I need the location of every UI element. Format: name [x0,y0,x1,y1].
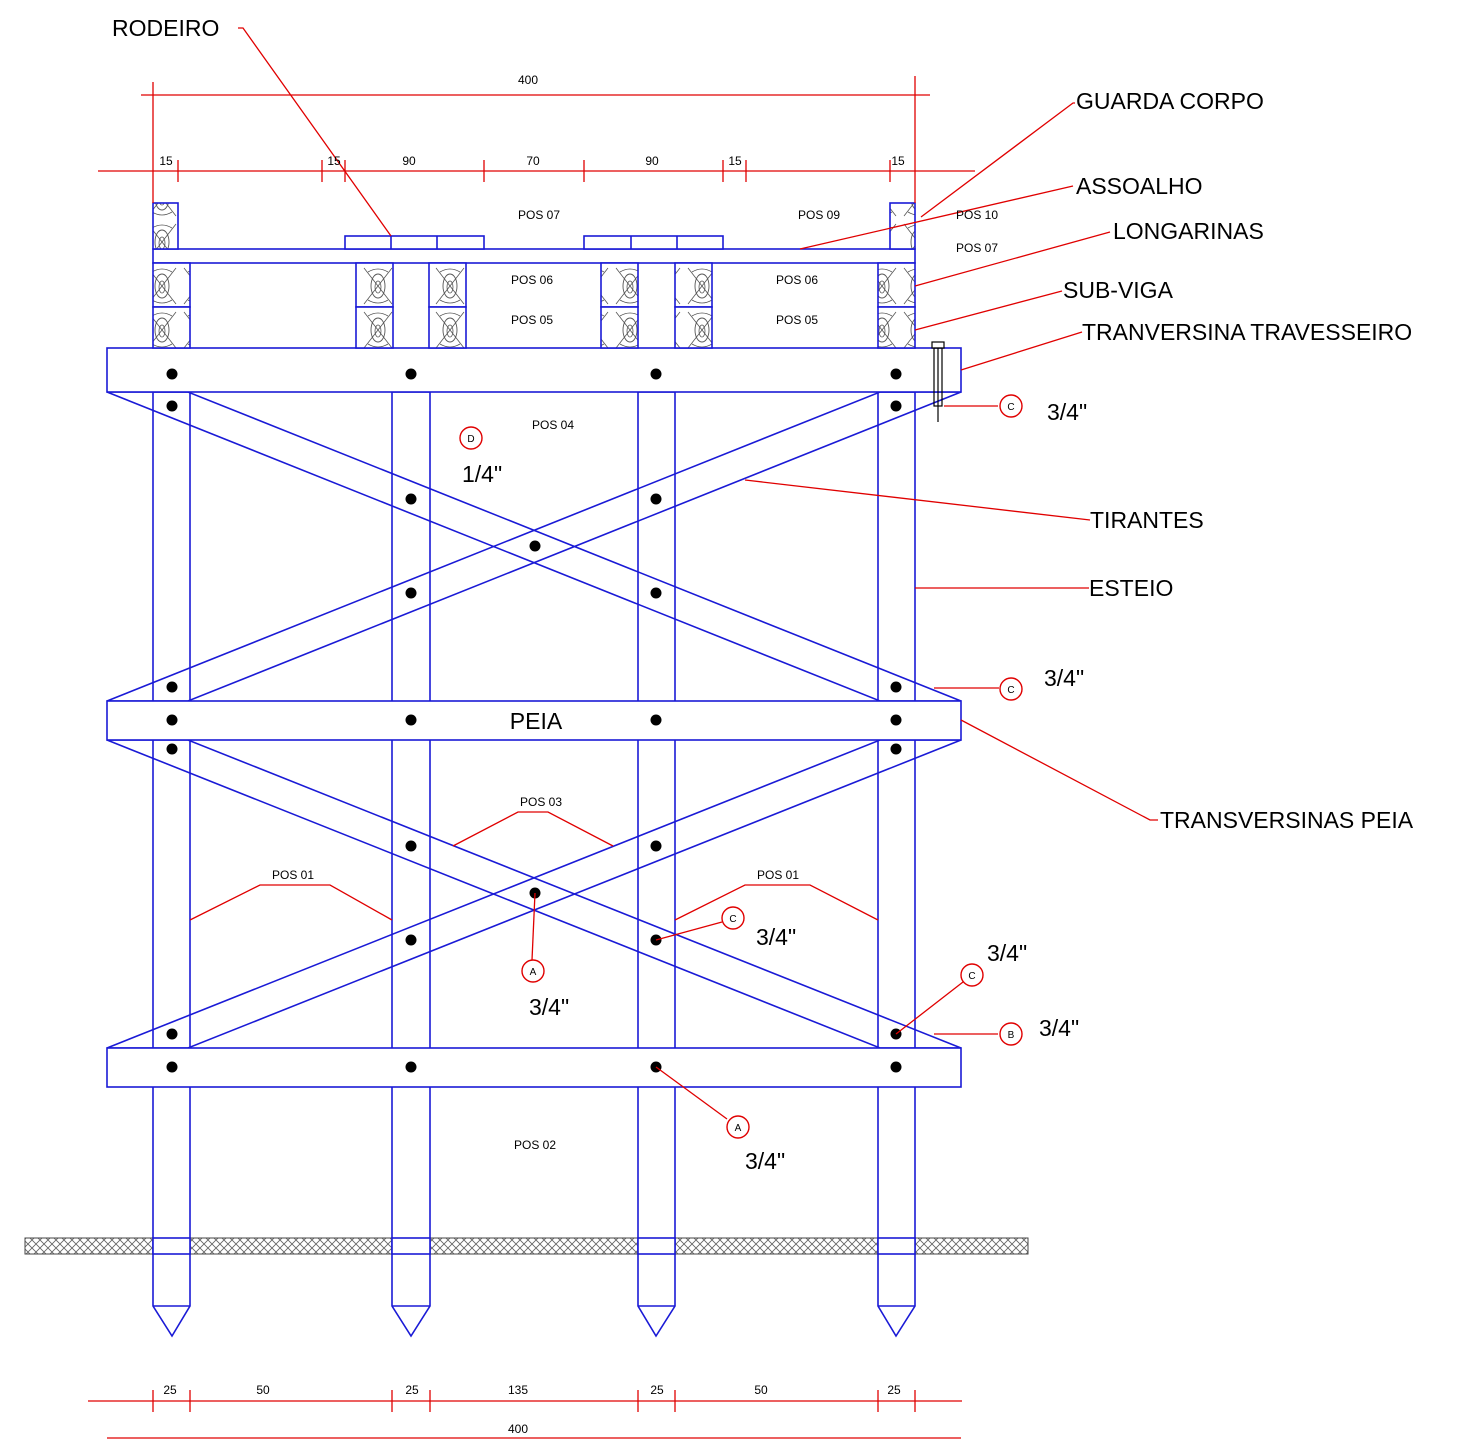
callout-transversinas-peia: TRANSVERSINAS PEIA [1160,807,1414,833]
marker-a-label: A [530,967,537,978]
marker-a-bottom [726,1115,750,1139]
bolt-size-label: 1/4" [462,461,502,487]
dim-bottom-seg: 25 [163,1383,177,1397]
marker-d [459,426,483,450]
marker-b-label: B [1008,1030,1015,1041]
transversina-peia-lower [106,1047,962,1088]
peia-label: PEIA [510,708,563,734]
pos-01-label: POS 01 [757,868,799,882]
marker-c-label: C [729,914,736,925]
marker-a-label: A [735,1123,742,1134]
marker-c-lower [721,906,745,930]
bolt-size-label: 3/4" [745,1148,785,1174]
bolt-size-label: 3/4" [529,994,569,1020]
marker-a-center [521,959,545,983]
pos-05-label: POS 05 [511,313,553,327]
rodeiro-left [344,235,485,250]
pos-07-label: POS 07 [518,208,560,222]
dim-bottom-seg: 50 [256,1383,270,1397]
sub-viga [152,306,191,349]
bolt-size-label: 3/4" [1047,399,1087,425]
callout-assoalho: ASSOALHO [1076,173,1203,199]
rodeiro-right [583,235,724,250]
marker-c-right [960,963,984,987]
marker-c-mid [999,677,1023,701]
longarina [152,262,191,308]
dim-top-seg: 90 [645,154,659,168]
pos-01-label: POS 01 [272,868,314,882]
bolt-size-label: 3/4" [756,924,796,950]
sub-viga [674,306,713,349]
travesseiro-bolt [931,341,945,422]
pile-2 [391,391,431,1338]
dim-top-total: 400 [518,73,538,87]
callout-transversina-travesseiro: TRANVERSINA TRAVESSEIRO [1082,319,1412,345]
bolt-size-label: 3/4" [1039,1015,1079,1041]
marker-d-label: D [467,434,474,445]
callout-longarinas: LONGARINAS [1113,218,1264,244]
transversina-travesseiro [106,347,962,393]
guarda-corpo-left [152,202,179,250]
longarina [674,262,713,308]
pos-03-label: POS 03 [520,795,562,809]
structure [106,202,962,1338]
pos-02-label: POS 02 [514,1138,556,1152]
dim-bottom-seg: 25 [405,1383,419,1397]
marker-c-label: C [1007,402,1014,413]
sub-viga [600,306,639,349]
dim-top-seg: 15 [891,154,905,168]
callout-tirantes: TIRANTES [1090,507,1204,533]
callout-esteio: ESTEIO [1089,575,1173,601]
sub-viga [428,306,467,349]
dim-bottom-seg: 25 [887,1383,901,1397]
longarina [355,262,394,308]
dim-top-seg: 15 [327,154,341,168]
marker-c-label: C [968,971,975,982]
dim-top-seg: 70 [526,154,540,168]
marker-c-label: C [1007,685,1014,696]
callout-rodeiro: RODEIRO [112,15,219,41]
dim-bottom-seg: 25 [650,1383,664,1397]
callout-guarda-corpo: GUARDA CORPO [1076,88,1264,114]
sub-viga [355,306,394,349]
longarina [877,262,916,308]
pos-06-label: POS 06 [511,273,553,287]
callout-sub-viga: SUB-VIGA [1063,277,1174,303]
dim-bottom-total: 400 [508,1422,528,1436]
dim-bottom-seg: 50 [754,1383,768,1397]
bolt-size-label: 3/4" [1044,665,1084,691]
bolt-markers [459,394,1023,1139]
dim-top-seg: 15 [159,154,173,168]
dimension-lines [88,76,975,1439]
pos-07-label: POS 07 [956,241,998,255]
longarina [428,262,467,308]
pos-09-label: POS 09 [798,208,840,222]
marker-c-top [999,394,1023,418]
pos-04-label: POS 04 [532,418,574,432]
transversina-peia-upper [106,700,962,741]
leader-lines [189,27,1158,1120]
pos-10-label: POS 10 [956,208,998,222]
ground-line [24,1237,1029,1255]
dim-top-seg: 90 [402,154,416,168]
sub-viga [877,306,916,349]
pile-3 [637,391,676,1338]
assoalho-plank [152,248,916,264]
bolt-size-label: 3/4" [987,940,1027,966]
pile-4 [877,391,916,1338]
bolts [166,368,902,1073]
pos-05-label: POS 05 [776,313,818,327]
dim-top-seg: 15 [728,154,742,168]
longarina [600,262,639,308]
pos-06-label: POS 06 [776,273,818,287]
pile-1 [152,391,191,1338]
marker-b [999,1022,1023,1046]
dim-bottom-seg: 135 [508,1383,528,1397]
